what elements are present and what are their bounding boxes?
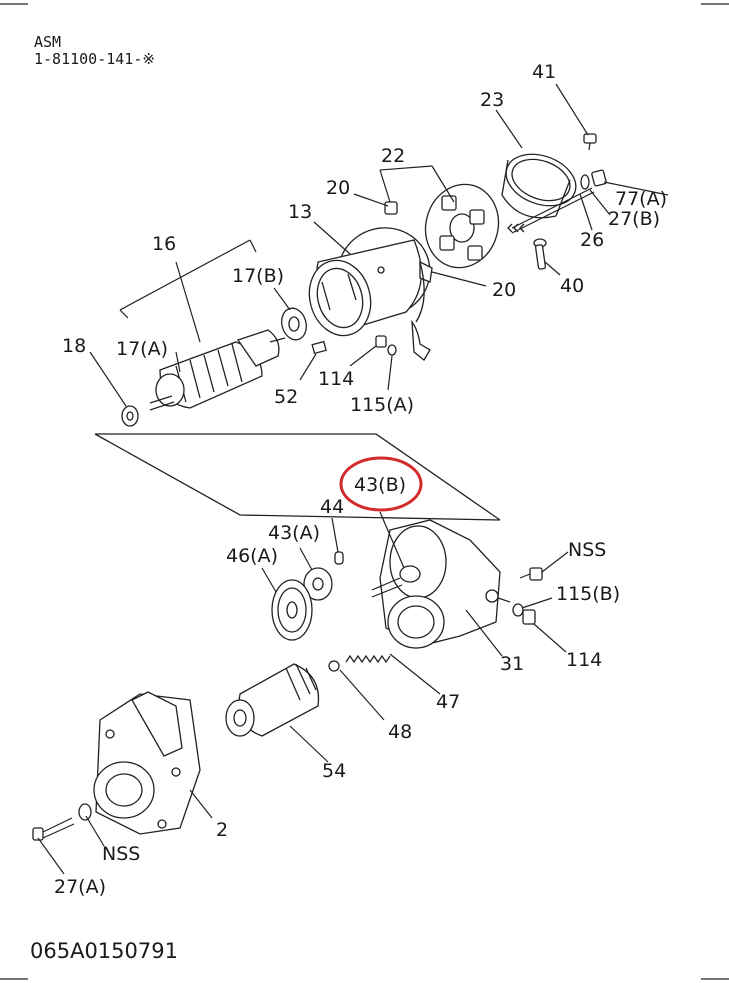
callout-labels: 41 23 22 20 13 77(A) 27(B) 26 16 17(B) 2… xyxy=(54,61,667,898)
through-bolt-26 xyxy=(507,187,595,234)
bearing-17b xyxy=(281,307,307,341)
brush-20 xyxy=(384,201,398,215)
callout-115a: 115(A) xyxy=(350,394,414,416)
gear-43a xyxy=(303,567,333,601)
highlight-circle xyxy=(339,456,423,512)
yoke-13 xyxy=(308,227,433,337)
callout-26: 26 xyxy=(580,229,604,251)
washer-nss-lower xyxy=(78,803,92,821)
screw-40 xyxy=(533,238,547,270)
callout-20-right: 20 xyxy=(492,279,516,301)
washer-18 xyxy=(121,405,139,427)
callout-114-top: 114 xyxy=(318,368,354,390)
nut-114-lower xyxy=(522,609,536,625)
gear-46a xyxy=(271,579,313,641)
callout-47: 47 xyxy=(436,691,460,713)
nut-77a xyxy=(580,169,607,190)
ball-48 xyxy=(328,660,340,672)
callout-115b: 115(B) xyxy=(556,583,620,605)
callout-nss-right: NSS xyxy=(568,539,606,561)
callout-17b: 17(B) xyxy=(232,265,284,287)
terminal-lead xyxy=(411,261,431,361)
callout-23: 23 xyxy=(480,89,504,111)
callout-43a: 43(A) xyxy=(268,522,320,544)
solenoid-31 xyxy=(371,519,511,649)
brush-holder-22 xyxy=(424,183,500,269)
armature-16 xyxy=(149,329,286,411)
callout-77a: 77(A) xyxy=(615,188,667,210)
nut-114-top xyxy=(375,335,387,348)
callout-2: 2 xyxy=(216,819,228,841)
callout-46a: 46(A) xyxy=(226,545,278,567)
washer-115b xyxy=(512,603,524,617)
key-52 xyxy=(311,340,327,355)
callout-52: 52 xyxy=(274,386,298,408)
callout-27a: 27(A) xyxy=(54,876,106,898)
callout-44: 44 xyxy=(320,496,344,518)
pin-44 xyxy=(334,551,344,565)
washer-115a xyxy=(387,344,397,356)
callout-40: 40 xyxy=(560,275,584,297)
spring-47 xyxy=(345,654,391,664)
callout-17a: 17(A) xyxy=(116,338,168,360)
callout-54: 54 xyxy=(322,760,346,782)
callout-16: 16 xyxy=(152,233,176,255)
callout-nss-lower: NSS xyxy=(102,843,140,865)
housing-2 xyxy=(93,691,201,835)
screw-41 xyxy=(583,133,597,151)
callout-41: 41 xyxy=(532,61,556,83)
callout-20-top: 20 xyxy=(326,177,350,199)
bolt-27a xyxy=(32,817,75,841)
drawing-code: 065A0150791 xyxy=(30,939,178,963)
callout-13: 13 xyxy=(288,201,312,223)
crop-marks xyxy=(0,3,729,980)
callout-48: 48 xyxy=(388,721,412,743)
assembly-title: ASM xyxy=(34,33,61,51)
leader-lines xyxy=(37,83,669,875)
callout-31: 31 xyxy=(500,653,524,675)
callout-18: 18 xyxy=(62,335,86,357)
end-cover-23 xyxy=(501,153,577,219)
callout-114-lower: 114 xyxy=(566,649,602,671)
bolt-nss-right xyxy=(519,567,543,581)
callout-43b: 43(B) xyxy=(354,474,406,496)
pinion-54 xyxy=(225,663,320,737)
callout-22: 22 xyxy=(381,145,405,167)
callout-27b: 27(B) xyxy=(608,208,660,230)
assembly-part-number: 1-81100-141-※ xyxy=(34,50,155,68)
